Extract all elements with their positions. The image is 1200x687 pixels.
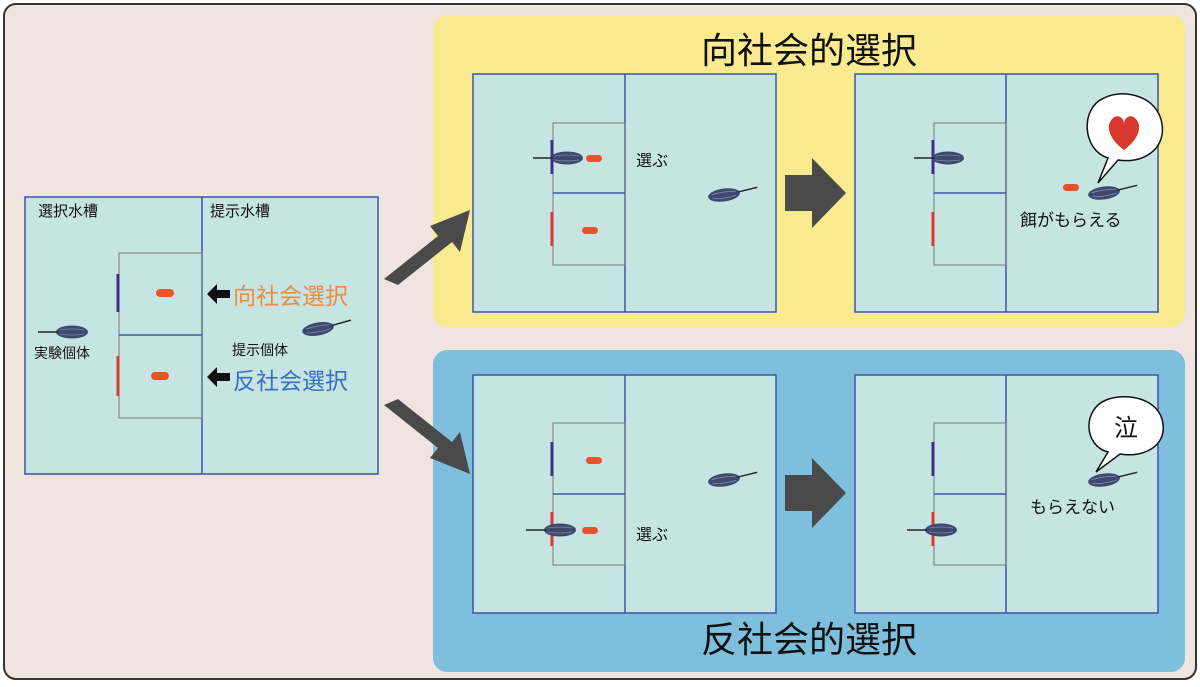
antisocial-title: 反社会的選択 [701,620,917,661]
prosocial-choose-label: 選ぶ [636,151,668,170]
arrow-to-prosocial [384,210,470,285]
antisocial-step-arrow [785,458,846,528]
display-tank-label: 提示水槽 [210,202,270,220]
prosocial-title: 向社会的選択 [701,31,917,72]
speech-bubble-heart [1086,93,1164,184]
prosocial-tank-choice [472,73,777,313]
antisocial-result-label: もらえない [1030,498,1115,518]
food-pellet [156,289,174,297]
crying-bubble-text: 泣 [1114,414,1138,442]
antisocial-pointer-arrow [207,367,230,387]
speech-bubble-crying [1088,395,1164,473]
prosocial-step-arrow [785,158,846,228]
test-individual-label: 実験個体 [34,346,90,362]
antisocial-option-label: 反社会選択 [233,369,348,395]
antisocial-tank-choice [472,374,777,614]
food-pellet [151,372,169,380]
display-individual-label: 提示個体 [232,343,288,359]
heart-icon [1108,116,1140,150]
prosocial-pointer-arrow [207,284,230,304]
antisocial-choose-label: 選ぶ [636,525,668,544]
prosocial-option-label: 向社会選択 [233,284,348,310]
setup-tank [24,196,379,475]
choice-tank-label: 選択水槽 [38,202,98,220]
arrow-to-antisocial [384,399,470,474]
prosocial-result-label: 餌がもらえる [1020,211,1122,231]
